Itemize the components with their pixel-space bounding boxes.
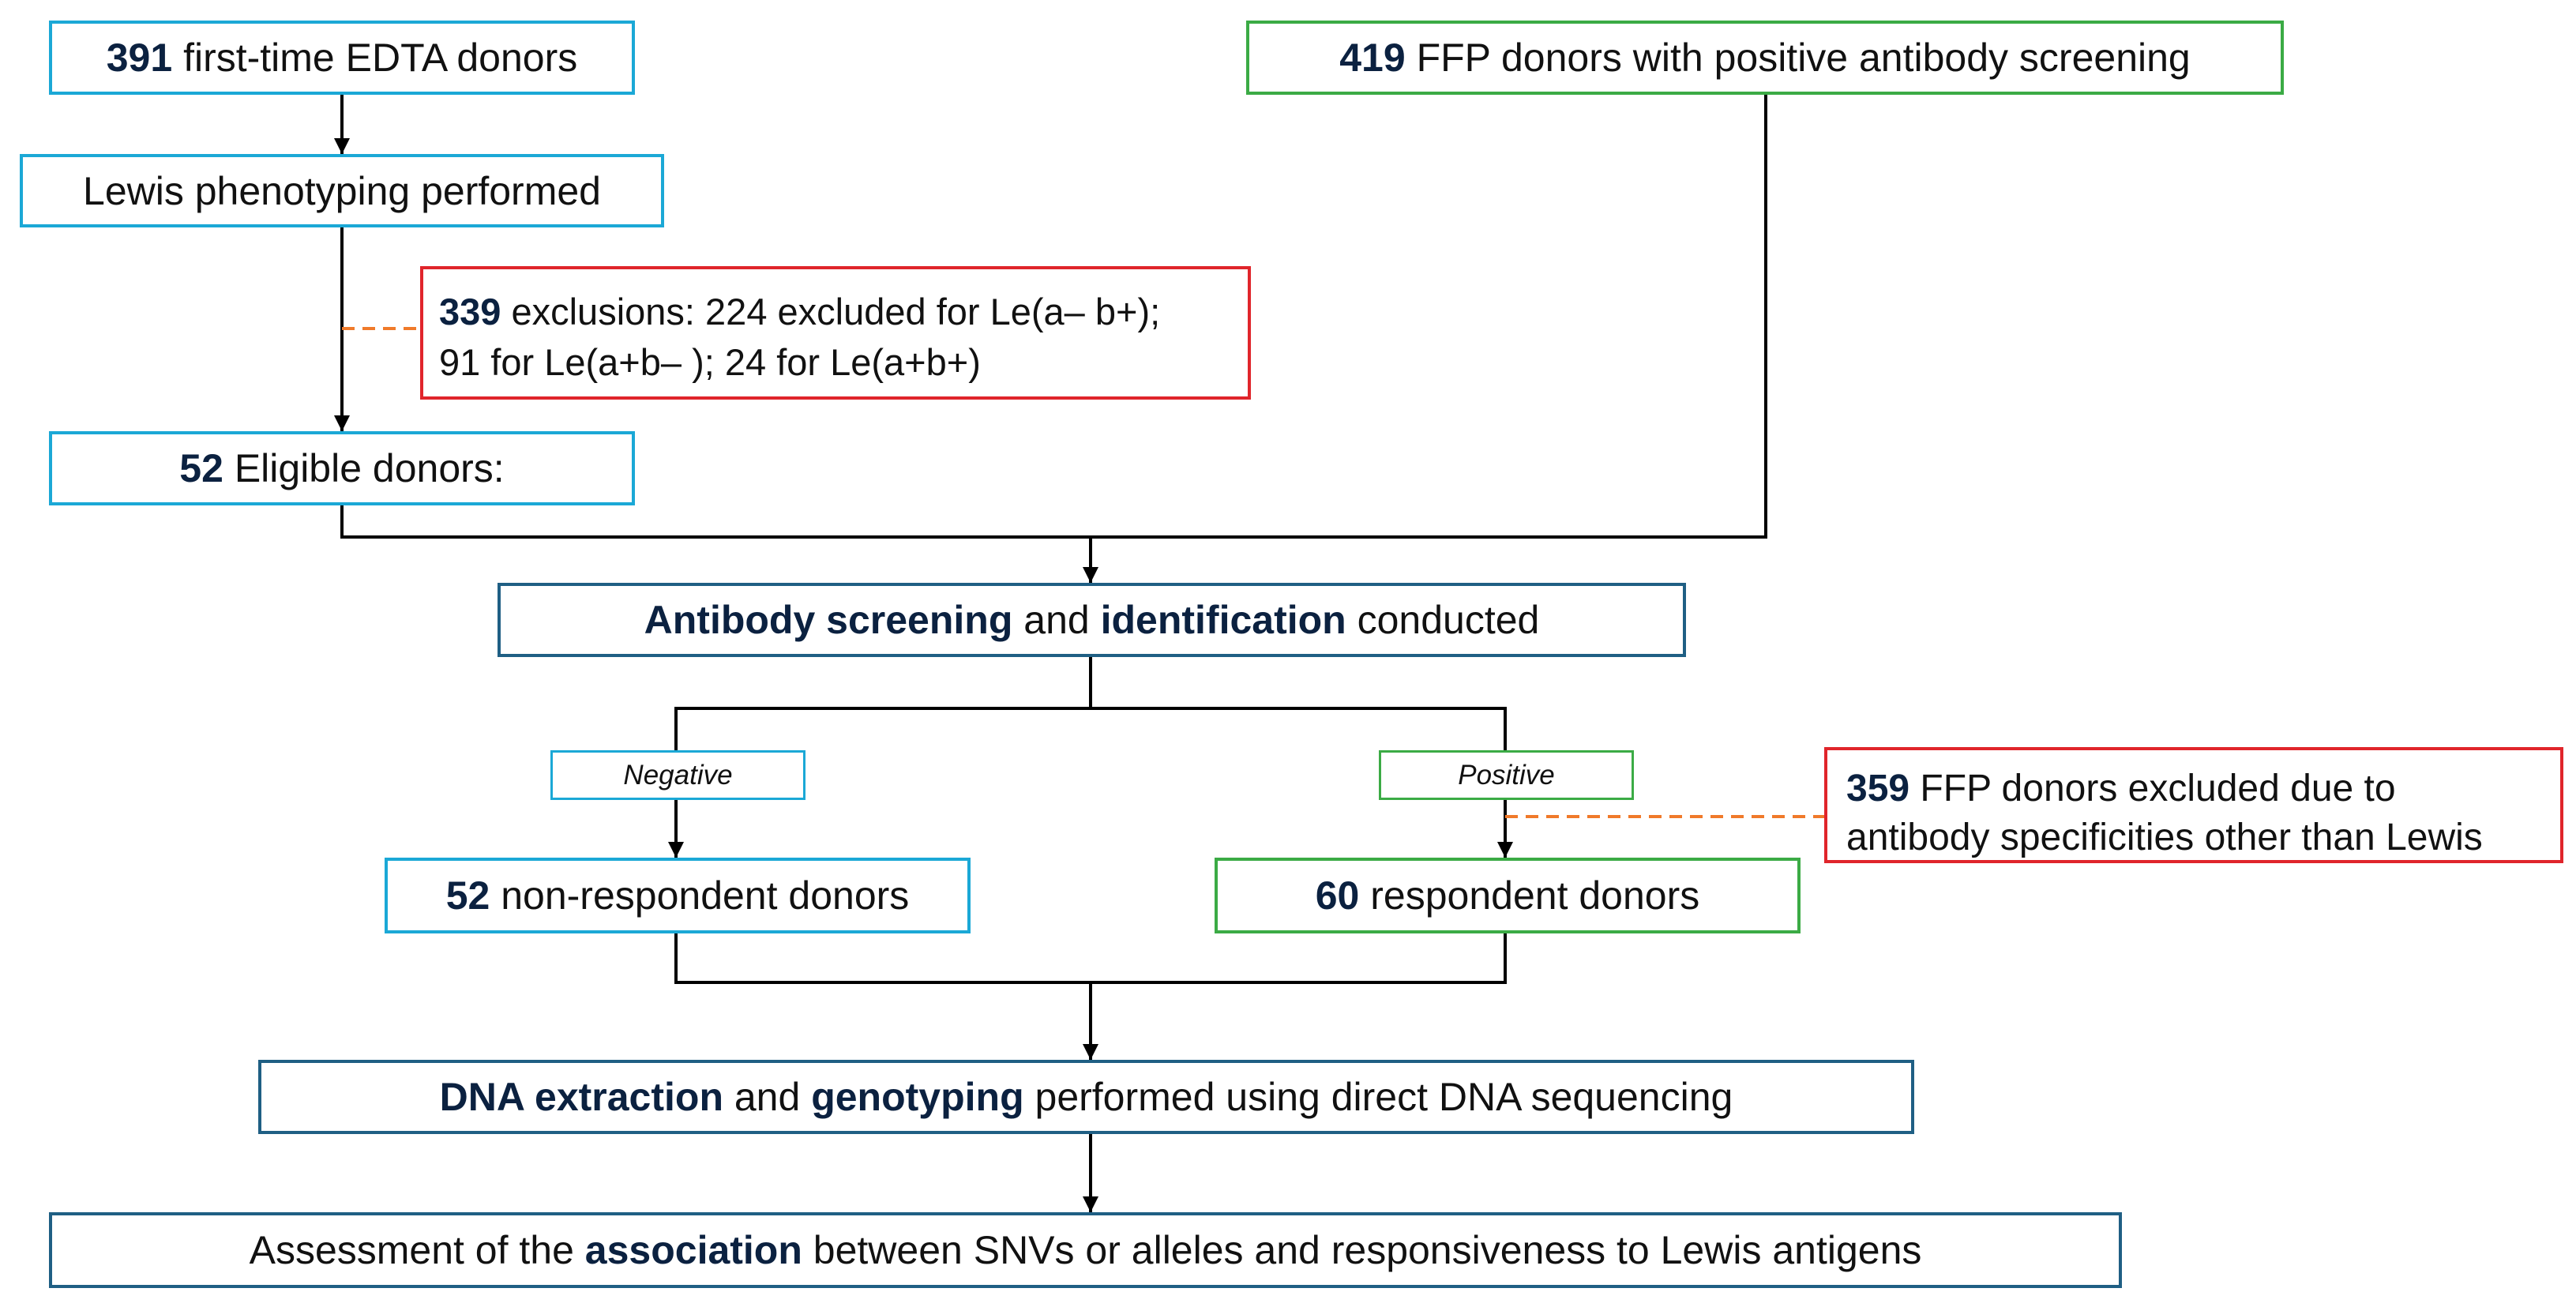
- dna-box: DNA extraction and genotyping performed …: [258, 1060, 1914, 1134]
- exclusions-line-1: 339 exclusions: 224 excluded for Le(a– b…: [439, 291, 1161, 332]
- positive-box: Positive: [1379, 750, 1634, 800]
- first-time-donors-text: 391 first-time EDTA donors: [106, 36, 578, 80]
- non-respondent-box: 52 non-respondent donors: [385, 858, 971, 933]
- ffp-excluded-line-2: antibody specificities other than Lewis: [1846, 817, 2483, 858]
- respondent-box: 60 respondent donors: [1215, 858, 1801, 933]
- phenotyping-box: Lewis phenotyping performed: [20, 154, 664, 227]
- assessment-text: Assessment of the association between SN…: [249, 1228, 1922, 1272]
- assessment-box: Assessment of the association between SN…: [49, 1212, 2122, 1288]
- ffp-excluded-box: 359 FFP donors excluded due to antibody …: [1824, 747, 2563, 863]
- positive-label: Positive: [1458, 760, 1555, 791]
- eligible-donors-box: 52 Eligible donors:: [49, 431, 635, 505]
- phenotyping-text: Lewis phenotyping performed: [83, 168, 601, 213]
- dna-text: DNA extraction and genotyping performed …: [439, 1075, 1733, 1119]
- merge-line-ffp: [1091, 95, 1767, 539]
- branch-line-positive: [1091, 707, 1507, 750]
- branch-line: [674, 657, 1092, 750]
- ffp-excluded-line-1: 359 FFP donors excluded due to: [1846, 768, 2396, 809]
- ffp-positive-text: 419 FFP donors with positive antibody sc…: [1339, 36, 2191, 80]
- eligible-donors-text: 52 Eligible donors:: [179, 446, 505, 490]
- negative-label: Negative: [623, 760, 733, 791]
- ffp-positive-box: 419 FFP donors with positive antibody sc…: [1246, 21, 2284, 95]
- respondent-text: 60 respondent donors: [1315, 873, 1700, 918]
- negative-box: Negative: [550, 750, 805, 800]
- non-respondent-text: 52 non-respondent donors: [445, 873, 910, 918]
- screening-text: Antibody screening and identification co…: [644, 598, 1540, 642]
- first-time-donors-box: 391 first-time EDTA donors: [49, 21, 635, 95]
- exclusions-line-2: 91 for Le(a+b– ); 24 for Le(a+b+): [439, 341, 981, 383]
- merge-line-eligible: [340, 505, 1091, 539]
- screening-box: Antibody screening and identification co…: [498, 583, 1686, 657]
- exclusions-box: 339 exclusions: 224 excluded for Le(a– b…: [420, 266, 1251, 400]
- merge-line-respondents: [674, 933, 1507, 984]
